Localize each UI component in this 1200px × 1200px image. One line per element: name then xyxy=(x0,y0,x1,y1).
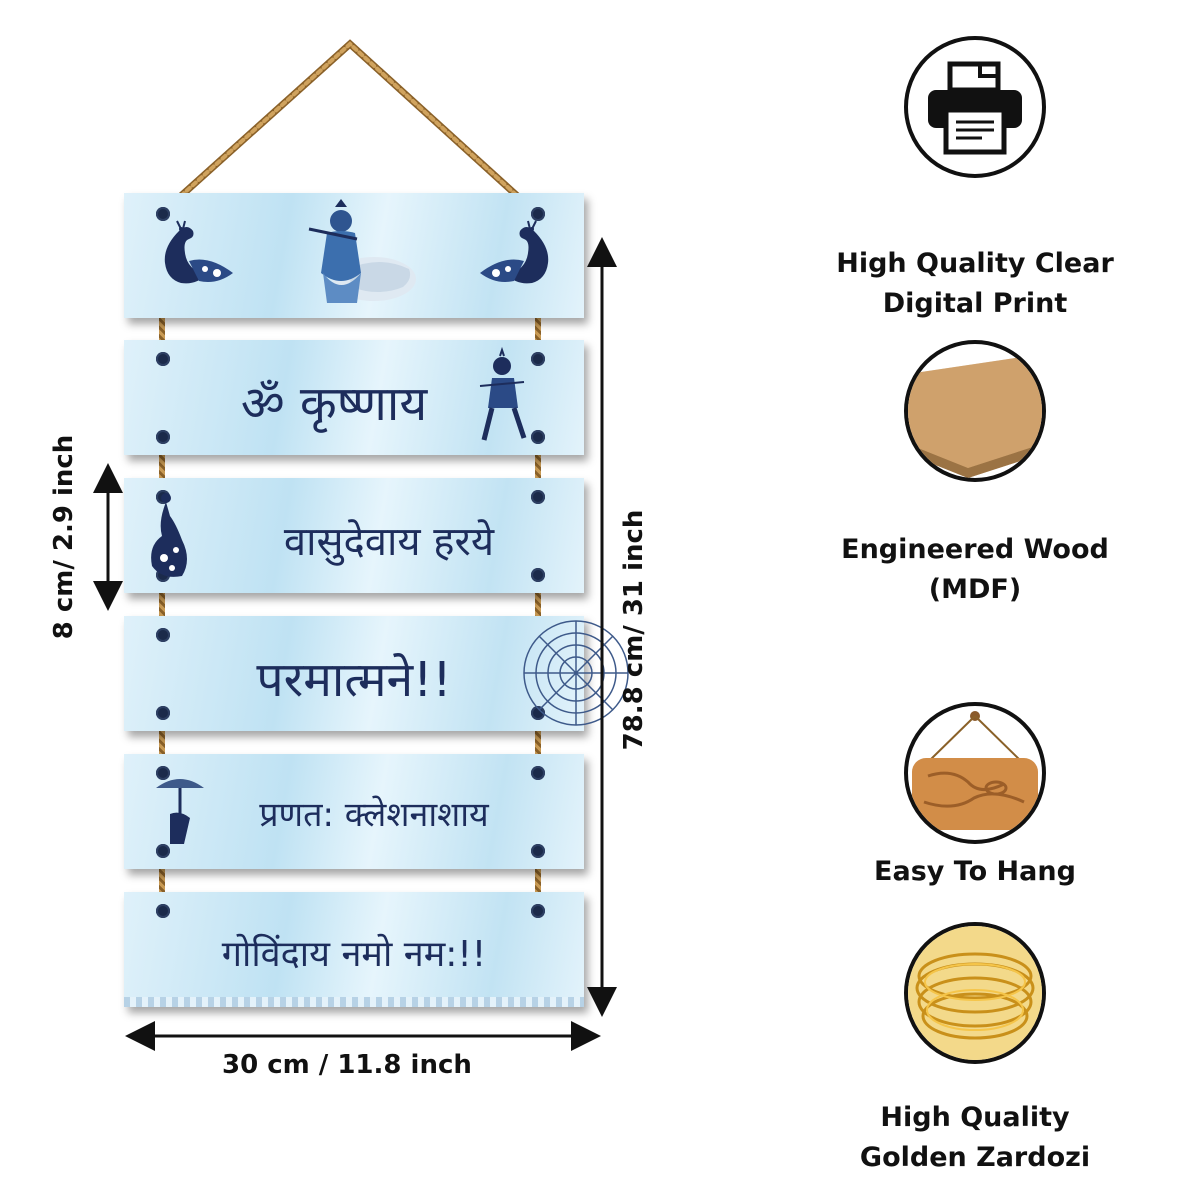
rope-segment xyxy=(535,570,541,632)
feature-label-line: Engineered Wood xyxy=(841,534,1109,565)
rope-hole xyxy=(156,352,170,366)
plank-text: गोविंदाय नमो नम:!! xyxy=(221,934,487,975)
golden-thread-icon xyxy=(908,926,1042,1060)
rope-hole xyxy=(156,766,170,780)
plank-3: वासुदेवाय हरये xyxy=(124,478,584,593)
plank-border-pattern xyxy=(124,997,584,1007)
rope-hole xyxy=(531,766,545,780)
feature-label-line: (MDF) xyxy=(928,574,1022,605)
rope-segment xyxy=(535,435,541,495)
peacock-icon xyxy=(164,220,233,284)
mandala-icon xyxy=(523,620,629,726)
feature-label-line: Digital Print xyxy=(882,288,1068,319)
rope-hole xyxy=(531,844,545,858)
feature-circle xyxy=(904,36,1046,178)
rope-segment xyxy=(159,712,165,772)
flute-hand-icon xyxy=(156,779,204,844)
plank-6: गोविंदाय नमो नम:!! xyxy=(124,892,584,1007)
rope-hole xyxy=(531,430,545,444)
dancing-krishna-icon xyxy=(479,346,527,441)
feature-label: Easy To Hang xyxy=(874,856,1076,887)
rope-hole xyxy=(531,490,545,504)
peacock-icon xyxy=(480,220,549,284)
rope-hole xyxy=(156,904,170,918)
rope-hole xyxy=(156,628,170,642)
rope-hole xyxy=(531,706,545,720)
rope-hole xyxy=(156,706,170,720)
printer-icon xyxy=(928,61,1022,155)
plank-text: ॐ कृष्णाय xyxy=(240,376,428,432)
plank-4: परमात्मने!! xyxy=(124,616,629,731)
rope-hole xyxy=(531,352,545,366)
feature-label: Engineered Wood (MDF) xyxy=(795,530,1155,610)
rope-hole xyxy=(531,904,545,918)
rope-hole xyxy=(156,207,170,221)
rope-hole xyxy=(531,568,545,582)
feature-circle xyxy=(904,702,1046,844)
plank-1 xyxy=(124,193,584,318)
rope-hole xyxy=(531,207,545,221)
rope-hole xyxy=(156,844,170,858)
plank-text: वासुदेवाय हरये xyxy=(283,519,495,565)
feature-label-line: High Quality Clear xyxy=(836,248,1114,279)
peacock-icon xyxy=(151,493,187,577)
rope-segment xyxy=(159,435,165,495)
mdf-board-icon xyxy=(908,354,1042,478)
plank-2: ॐ कृष्णाय xyxy=(124,340,584,455)
feature-label: High Quality Clear Digital Print xyxy=(795,244,1155,324)
rope-segment xyxy=(535,850,541,910)
feature-label: High Quality Golden Zardozi xyxy=(795,1098,1155,1178)
plank-text: परमात्मने!! xyxy=(256,652,452,708)
width-label: 30 cm / 11.8 inch xyxy=(222,1050,472,1080)
rope-segment xyxy=(159,570,165,632)
plank-height-label: 8 cm/ 2.9 inch xyxy=(49,434,79,640)
feature-circle xyxy=(904,922,1046,1064)
plank-5: प्रणत: क्लेशनाशाय xyxy=(124,754,584,869)
rope-hole xyxy=(156,430,170,444)
rope-segment xyxy=(535,712,541,772)
rope-segment xyxy=(159,850,165,910)
feature-label-line: Golden Zardozi xyxy=(859,1142,1091,1173)
feature-circle xyxy=(904,340,1046,482)
feature-label-line: High Quality xyxy=(880,1102,1070,1133)
height-label: 78.8 cm/ 31 inch xyxy=(619,509,649,751)
plank-text: प्रणत: क्लेशनाशाय xyxy=(259,795,489,835)
hanging-board-icon xyxy=(912,711,1038,830)
krishna-figure-icon xyxy=(308,199,416,303)
